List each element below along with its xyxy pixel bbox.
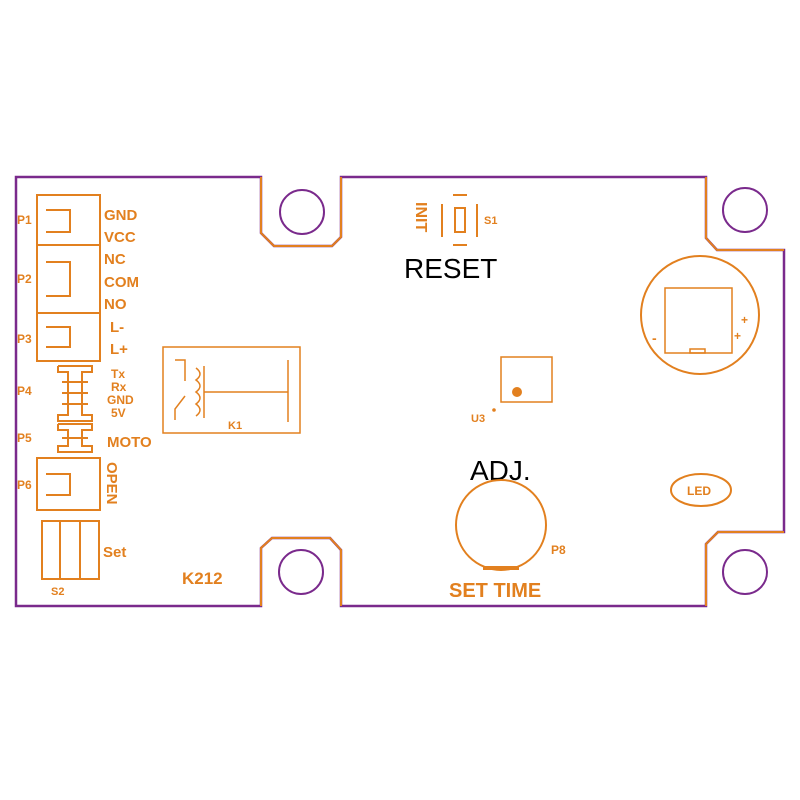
- mounting-hole-top-left: [279, 189, 325, 235]
- k1-ref: K1: [228, 420, 242, 432]
- connector-p3: P3 L- L+: [17, 312, 128, 362]
- mounting-hole-bottom-left: [278, 549, 324, 595]
- s1-ref: S1: [484, 215, 497, 227]
- potentiometer-p8: P8 SET TIME: [449, 479, 566, 602]
- mounting-hole-bottom-right: [722, 549, 768, 595]
- p4-pin-5v: 5V: [111, 406, 126, 420]
- p4-ref: P4: [17, 384, 32, 398]
- p3-pin-lplus: L+: [110, 341, 128, 358]
- adj-annotation: ADJ.: [470, 455, 531, 486]
- board-name: K212: [182, 569, 223, 588]
- pad-outline-bottom-right: [705, 531, 784, 606]
- p2-pin-nc: NC: [104, 251, 126, 268]
- cap-plus-1: +: [741, 313, 748, 327]
- p4-pin-gnd: GND: [107, 393, 134, 407]
- p2-pin-no: NO: [104, 296, 127, 313]
- led-label: LED: [687, 484, 711, 498]
- capacitor-round: - + +: [640, 255, 760, 375]
- relay-k1: K1: [162, 346, 301, 434]
- reset-annotation: RESET: [404, 253, 497, 284]
- p4-pin-tx: Tx: [111, 367, 125, 381]
- s2-ref: S2: [51, 586, 64, 598]
- s2-label-set: Set: [103, 544, 126, 561]
- connector-p6: P6 OPEN: [17, 457, 120, 511]
- pad-outline-top-right: [705, 177, 784, 251]
- init-label: INIT: [412, 202, 429, 232]
- ic-u3: U3: [471, 356, 553, 425]
- p5-ref: P5: [17, 431, 32, 445]
- set-time-label: SET TIME: [449, 580, 541, 602]
- p4-pin-rx: Rx: [111, 380, 127, 394]
- mounting-hole-top-right: [722, 187, 768, 233]
- pad-outline-bottom-left: [260, 537, 342, 606]
- p3-pin-lminus: L-: [110, 319, 124, 336]
- cap-minus: -: [652, 330, 657, 346]
- connector-p1: P1 GND VCC: [17, 194, 138, 246]
- switch-s2: S2 Set: [41, 520, 126, 598]
- p1-ref: P1: [17, 213, 32, 227]
- u3-ref: U3: [471, 413, 485, 425]
- cap-plus-2: +: [734, 329, 741, 343]
- connector-p4: P4 Tx Rx GND 5V: [17, 365, 134, 422]
- p2-ref: P2: [17, 272, 32, 286]
- p8-ref: P8: [551, 543, 566, 557]
- connector-p5: P5 MOTO: [17, 423, 152, 453]
- p2-pin-com: COM: [104, 274, 139, 291]
- switch-s1-init: INIT S1: [412, 194, 497, 246]
- p6-pin-open: OPEN: [103, 462, 120, 505]
- pad-outline-top-left: [260, 177, 342, 247]
- p3-ref: P3: [17, 332, 32, 346]
- p1-pin-gnd: GND: [104, 207, 138, 224]
- p1-pin-vcc: VCC: [104, 229, 136, 246]
- p6-ref: P6: [17, 478, 32, 492]
- p5-pin-moto: MOTO: [107, 434, 152, 451]
- led: LED: [670, 473, 732, 507]
- connector-p2: P2 NC COM NO: [17, 244, 139, 314]
